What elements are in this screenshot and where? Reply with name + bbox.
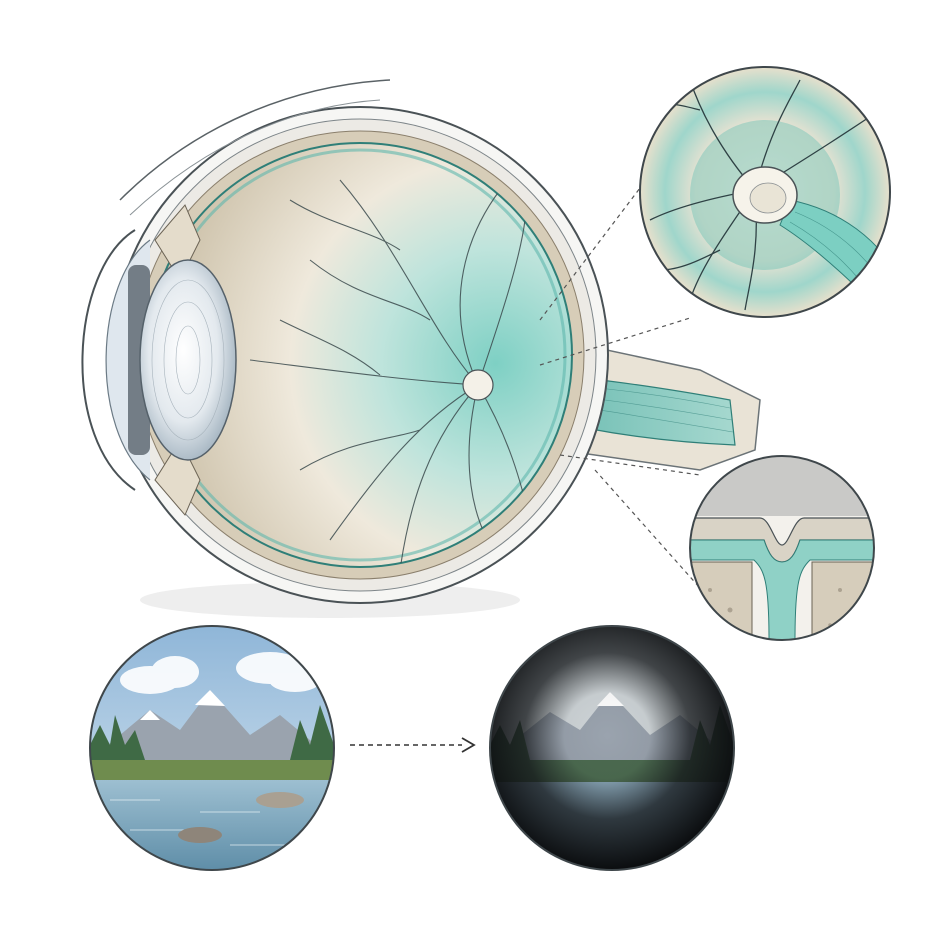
- eye-cross-section-icon: [81, 79, 761, 618]
- landscape-normal-icon: [89, 625, 335, 871]
- optic-cup-cross-section-icon: [689, 455, 875, 641]
- arrow-right-icon: [350, 737, 476, 753]
- leader-lines: [539, 187, 701, 589]
- optic-disc-detail-icon: [639, 66, 891, 318]
- landscape-tunnel-vision-icon: [489, 625, 735, 871]
